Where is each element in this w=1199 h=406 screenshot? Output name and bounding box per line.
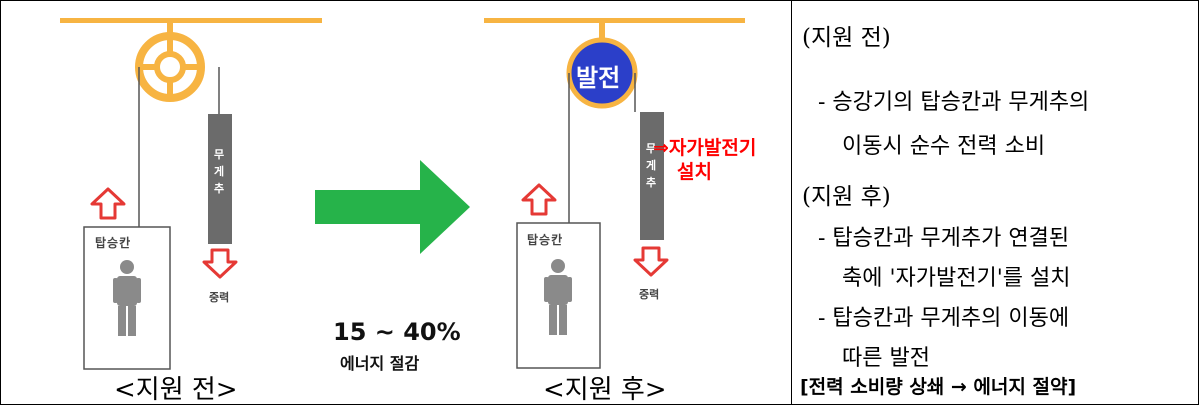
car-box-before: [83, 226, 171, 370]
panel-divider: [791, 0, 792, 405]
after-elevator: [484, 18, 745, 369]
up-arrow-icon: [521, 183, 557, 216]
ceiling-rail-after: [484, 18, 745, 23]
pulley-before: [135, 32, 205, 102]
generator-pulley-icon: [566, 37, 638, 109]
before-elevator: [60, 18, 322, 370]
down-arrow-icon: [202, 248, 238, 279]
elevator-diagram: [60, 18, 745, 370]
down-arrow-icon: [633, 246, 669, 277]
ceiling-rail-before: [60, 18, 322, 23]
pulley-mount-after: [599, 20, 605, 40]
up-arrow-icon: [90, 187, 126, 220]
counterweight-after: [640, 112, 664, 240]
pulley-mount-before: [167, 20, 173, 38]
counterweight-before: [208, 114, 232, 244]
transition-arrow-icon: [315, 160, 470, 254]
